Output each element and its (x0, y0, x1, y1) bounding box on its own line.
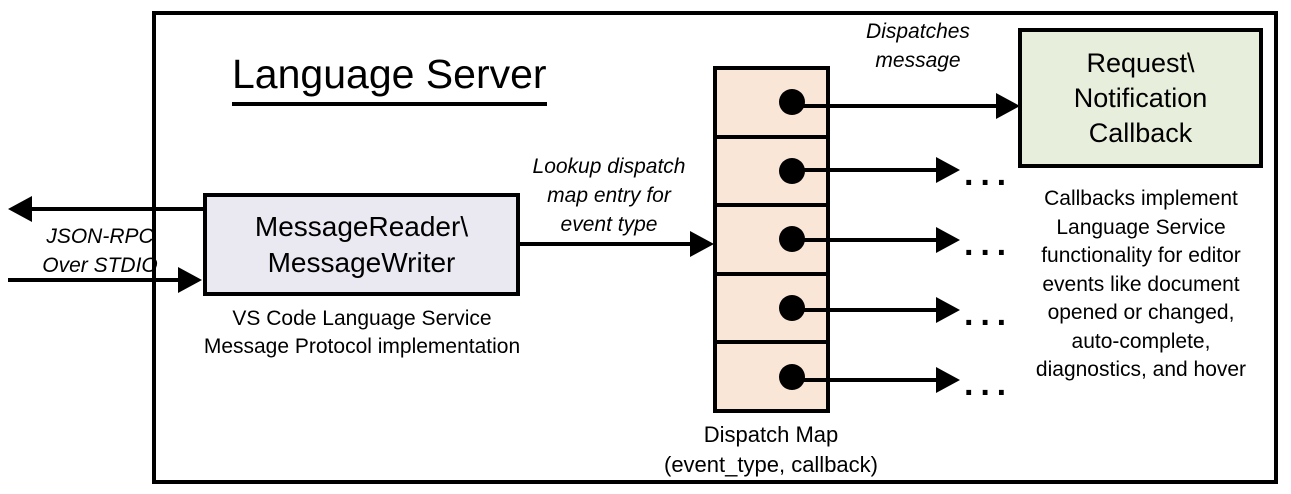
dispatch-label: Dispatches message (838, 17, 998, 75)
callback-caption-line7: diagnostics, and hover (1035, 358, 1247, 381)
callback-caption-line6: auto-complete, (1071, 329, 1211, 353)
message-reader-caption: VS Code Language Service Message Protoco… (196, 305, 528, 361)
dispatch-arrow-line-3 (788, 238, 944, 242)
dispatch-map-caption: Dispatch Map (event_type, callback) (640, 420, 902, 480)
callback-caption-line1: Callbacks implement (1044, 187, 1238, 210)
language-server-frame (152, 11, 1278, 484)
message-reader-caption-line1: VS Code Language Service (232, 307, 492, 330)
dispatch-arrow-arrowhead-4 (936, 297, 960, 323)
outgoing-message-arrowhead (8, 196, 32, 222)
incoming-message-line (8, 278, 184, 282)
dispatch-map-row[interactable] (717, 139, 826, 208)
message-reader-writer-box[interactable]: MessageReader\ MessageWriter (203, 193, 520, 296)
callback-line1: Request\ (1086, 47, 1195, 78)
dispatch-arrow-line-5 (788, 378, 944, 382)
dispatch-label-line2: message (875, 49, 961, 72)
message-reader-line2: MessageWriter (267, 246, 456, 278)
callback-caption: Callbacks implement Language Service fun… (1010, 185, 1272, 385)
lookup-label-line2: map entry for (547, 184, 671, 207)
dispatch-arrow-arrowhead-2 (936, 157, 960, 183)
dispatch-arrow-arrowhead-1 (996, 93, 1020, 119)
dispatch-arrow-line-4 (788, 308, 944, 312)
lookup-label-line1: Lookup dispatch (532, 155, 686, 178)
dispatch-ellipsis-4: ··· (964, 304, 1013, 342)
callback-dot-icon (779, 89, 805, 116)
callback-line2: Notification (1073, 82, 1208, 113)
dispatch-ellipsis-5: ··· (964, 374, 1013, 412)
lookup-label-line3: event type (560, 213, 658, 236)
dispatch-map-row[interactable] (717, 344, 826, 409)
callback-dot-icon (779, 363, 805, 390)
lookup-arrow-line (518, 242, 692, 246)
dispatch-label-line1: Dispatches (866, 20, 970, 43)
dispatch-map-caption-line1: Dispatch Map (703, 422, 839, 447)
request-notification-callback-box[interactable]: Request\ Notification Callback (1018, 28, 1263, 168)
dispatch-map-caption-line2: (event_type, callback) (664, 452, 878, 477)
dispatch-arrow-line-2 (788, 168, 944, 172)
callback-caption-line3: functionality for editor (1041, 244, 1241, 267)
callback-caption-line2: Language Service (1056, 215, 1226, 239)
transport-label-line2: Over STDIO (42, 254, 158, 277)
lookup-arrow-arrowhead (690, 231, 714, 257)
page-title: Language Server (232, 48, 547, 106)
callback-caption-line5: opened or changed, (1047, 301, 1235, 324)
dispatch-ellipsis-2: ··· (964, 164, 1013, 202)
transport-label: JSON-RPC Over STDIO (30, 222, 170, 280)
dispatch-map-row[interactable] (717, 70, 826, 139)
callback-caption-line4: events like document (1042, 272, 1240, 296)
incoming-message-arrowhead (178, 267, 202, 293)
outgoing-message-line (32, 207, 206, 211)
dispatch-arrow-arrowhead-5 (936, 367, 960, 393)
dispatch-ellipsis-3: ··· (964, 234, 1013, 272)
lookup-label: Lookup dispatch map entry for event type (516, 152, 702, 239)
transport-label-line1: JSON-RPC (46, 225, 154, 248)
message-reader-caption-line2: Message Protocol implementation (203, 335, 521, 358)
message-reader-line1: MessageReader\ (254, 210, 469, 242)
dispatch-arrow-line-1 (788, 104, 1004, 108)
callback-line3: Callback (1088, 117, 1193, 148)
dispatch-arrow-arrowhead-3 (936, 227, 960, 253)
dispatch-map-table[interactable] (713, 66, 830, 413)
